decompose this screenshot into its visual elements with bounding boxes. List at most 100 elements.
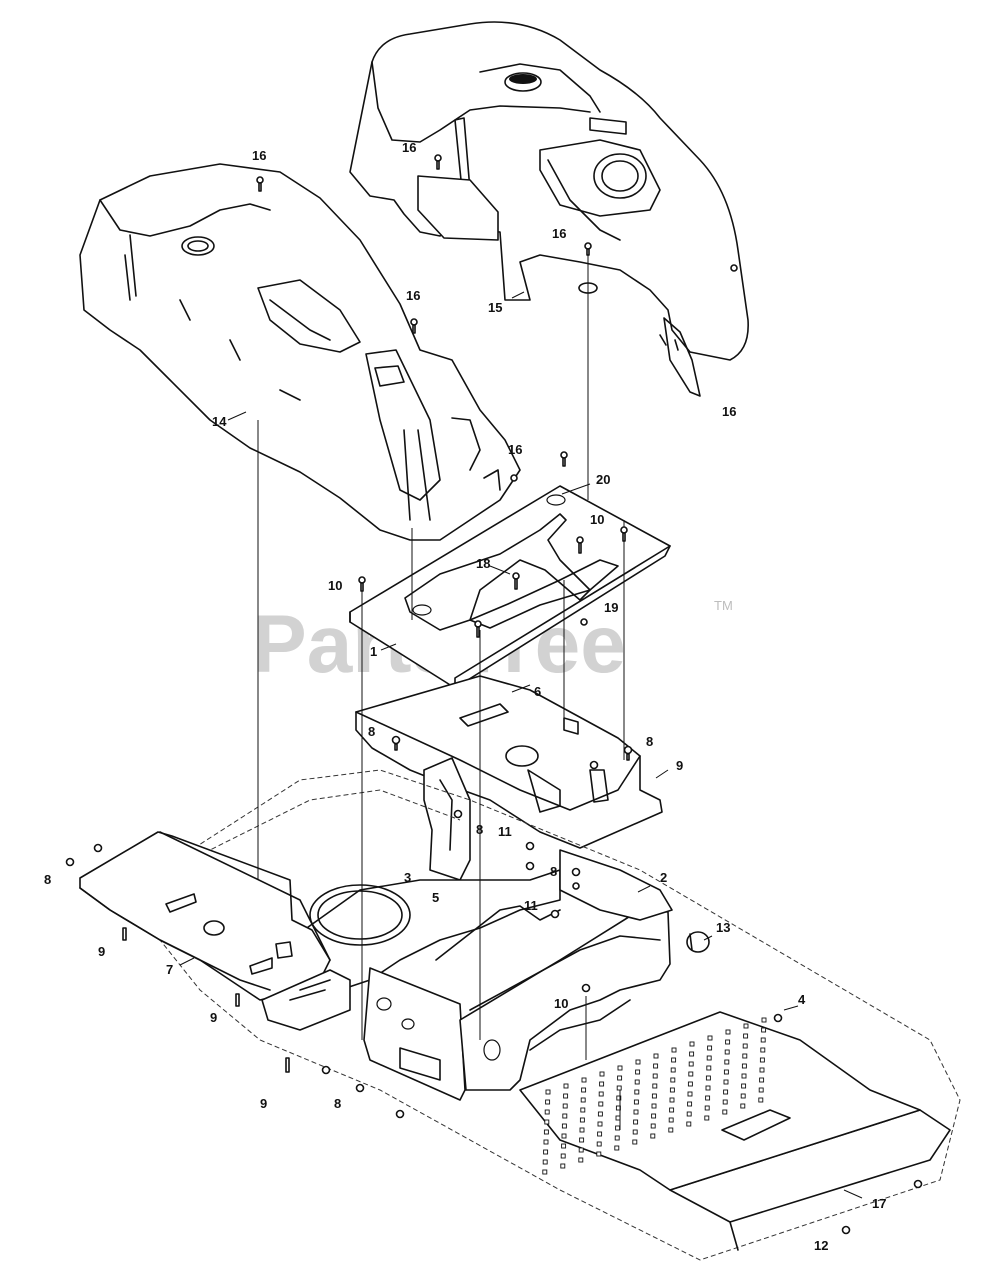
nut-icon xyxy=(913,1179,923,1189)
callout-label: 19 xyxy=(604,600,618,615)
callout-label: 16 xyxy=(552,226,566,241)
grid-hole xyxy=(743,1033,749,1039)
nut-icon xyxy=(395,1109,405,1119)
grid-hole xyxy=(741,1063,747,1069)
grid-hole xyxy=(759,1067,765,1073)
grid-hole xyxy=(651,1113,657,1119)
grid-hole xyxy=(688,1071,694,1077)
callout-label: 11 xyxy=(524,898,538,913)
grid-hole xyxy=(652,1073,658,1079)
grid-hole xyxy=(743,1023,749,1029)
grid-hole xyxy=(653,1063,659,1069)
part-13-cap xyxy=(686,931,710,953)
watermark-trademark: TM xyxy=(714,598,733,613)
grid-hole xyxy=(560,1163,566,1169)
grid-hole xyxy=(742,1043,748,1049)
grid-hole xyxy=(579,1137,585,1143)
callout-label: 13 xyxy=(716,920,730,935)
grid-hole xyxy=(704,1105,710,1111)
callout-label: 8 xyxy=(334,1096,341,1111)
screw-icon xyxy=(93,843,103,853)
grid-hole xyxy=(598,1101,604,1107)
grid-hole xyxy=(704,1115,710,1121)
grid-hole xyxy=(758,1087,764,1093)
grid-hole xyxy=(688,1061,694,1067)
grid-hole xyxy=(652,1083,658,1089)
grid-hole xyxy=(632,1129,638,1135)
grid-hole xyxy=(597,1121,603,1127)
callout-label: 20 xyxy=(596,472,610,487)
callout-label: 14 xyxy=(212,414,227,429)
callout-label: 8 xyxy=(44,872,51,887)
grid-hole xyxy=(724,1059,730,1065)
grid-hole xyxy=(614,1135,620,1141)
grid-hole xyxy=(741,1083,747,1089)
callout-label: 10 xyxy=(590,512,604,527)
part-2-main-frame xyxy=(159,769,961,1261)
grid-hole xyxy=(687,1081,693,1087)
nut-icon xyxy=(525,841,535,851)
nut-icon xyxy=(550,909,560,919)
grid-hole xyxy=(668,1127,674,1133)
grid-hole xyxy=(671,1057,677,1063)
callout-label: 2 xyxy=(660,870,667,885)
grid-hole xyxy=(761,1017,767,1023)
grid-hole xyxy=(617,1065,623,1071)
callout-label: 6 xyxy=(534,684,541,699)
callout-label: 10 xyxy=(328,578,342,593)
screw-icon xyxy=(620,526,628,542)
grid-hole xyxy=(689,1051,695,1057)
grid-hole xyxy=(759,1077,765,1083)
grid-hole xyxy=(544,1119,550,1125)
grid-hole xyxy=(580,1107,586,1113)
grid-hole xyxy=(633,1109,639,1115)
screw-icon xyxy=(730,264,738,272)
grid-hole xyxy=(635,1069,641,1075)
nut-icon xyxy=(321,1065,331,1075)
callout-label: 16 xyxy=(252,148,266,163)
screw-icon xyxy=(584,242,592,256)
grid-hole xyxy=(722,1109,728,1115)
callout-label: 10 xyxy=(554,996,568,1011)
grid-hole xyxy=(705,1085,711,1091)
footrest-grid xyxy=(542,1017,767,1175)
grid-hole xyxy=(562,1103,568,1109)
grid-hole xyxy=(671,1047,677,1053)
grid-hole xyxy=(599,1071,605,1077)
grid-hole xyxy=(686,1111,692,1117)
callout-labels: 16 16 16 16 16 16 15 14 20 10 18 10 19 1… xyxy=(44,140,886,1253)
grid-hole xyxy=(634,1089,640,1095)
grid-hole xyxy=(615,1125,621,1131)
grid-hole xyxy=(542,1169,548,1175)
grid-hole xyxy=(544,1109,550,1115)
grid-hole xyxy=(599,1081,605,1087)
screw-icon xyxy=(358,576,366,592)
callout-label: 15 xyxy=(488,300,502,315)
grid-hole xyxy=(562,1113,568,1119)
grid-hole xyxy=(542,1159,548,1165)
grid-hole xyxy=(705,1075,711,1081)
grid-hole xyxy=(543,1129,549,1135)
grid-hole xyxy=(723,1069,729,1075)
leader-lines xyxy=(179,291,863,1199)
grid-hole xyxy=(723,1079,729,1085)
callout-label: 4 xyxy=(798,992,806,1007)
grid-hole xyxy=(597,1131,603,1137)
screw-icon xyxy=(391,735,401,751)
grid-hole xyxy=(760,1047,766,1053)
grid-hole xyxy=(740,1103,746,1109)
grid-hole xyxy=(651,1093,657,1099)
grid-hole xyxy=(633,1099,639,1105)
grid-hole xyxy=(722,1099,728,1105)
grid-hole xyxy=(633,1119,639,1125)
screw-icon xyxy=(235,993,240,1007)
screw-icon xyxy=(841,1225,851,1235)
screw-icon xyxy=(571,867,581,890)
grid-hole xyxy=(650,1133,656,1139)
grid-hole xyxy=(670,1077,676,1083)
grid-hole xyxy=(615,1115,621,1121)
callout-label: 1 xyxy=(370,644,377,659)
callout-label: 9 xyxy=(260,1096,267,1111)
screw-icon xyxy=(434,154,442,170)
